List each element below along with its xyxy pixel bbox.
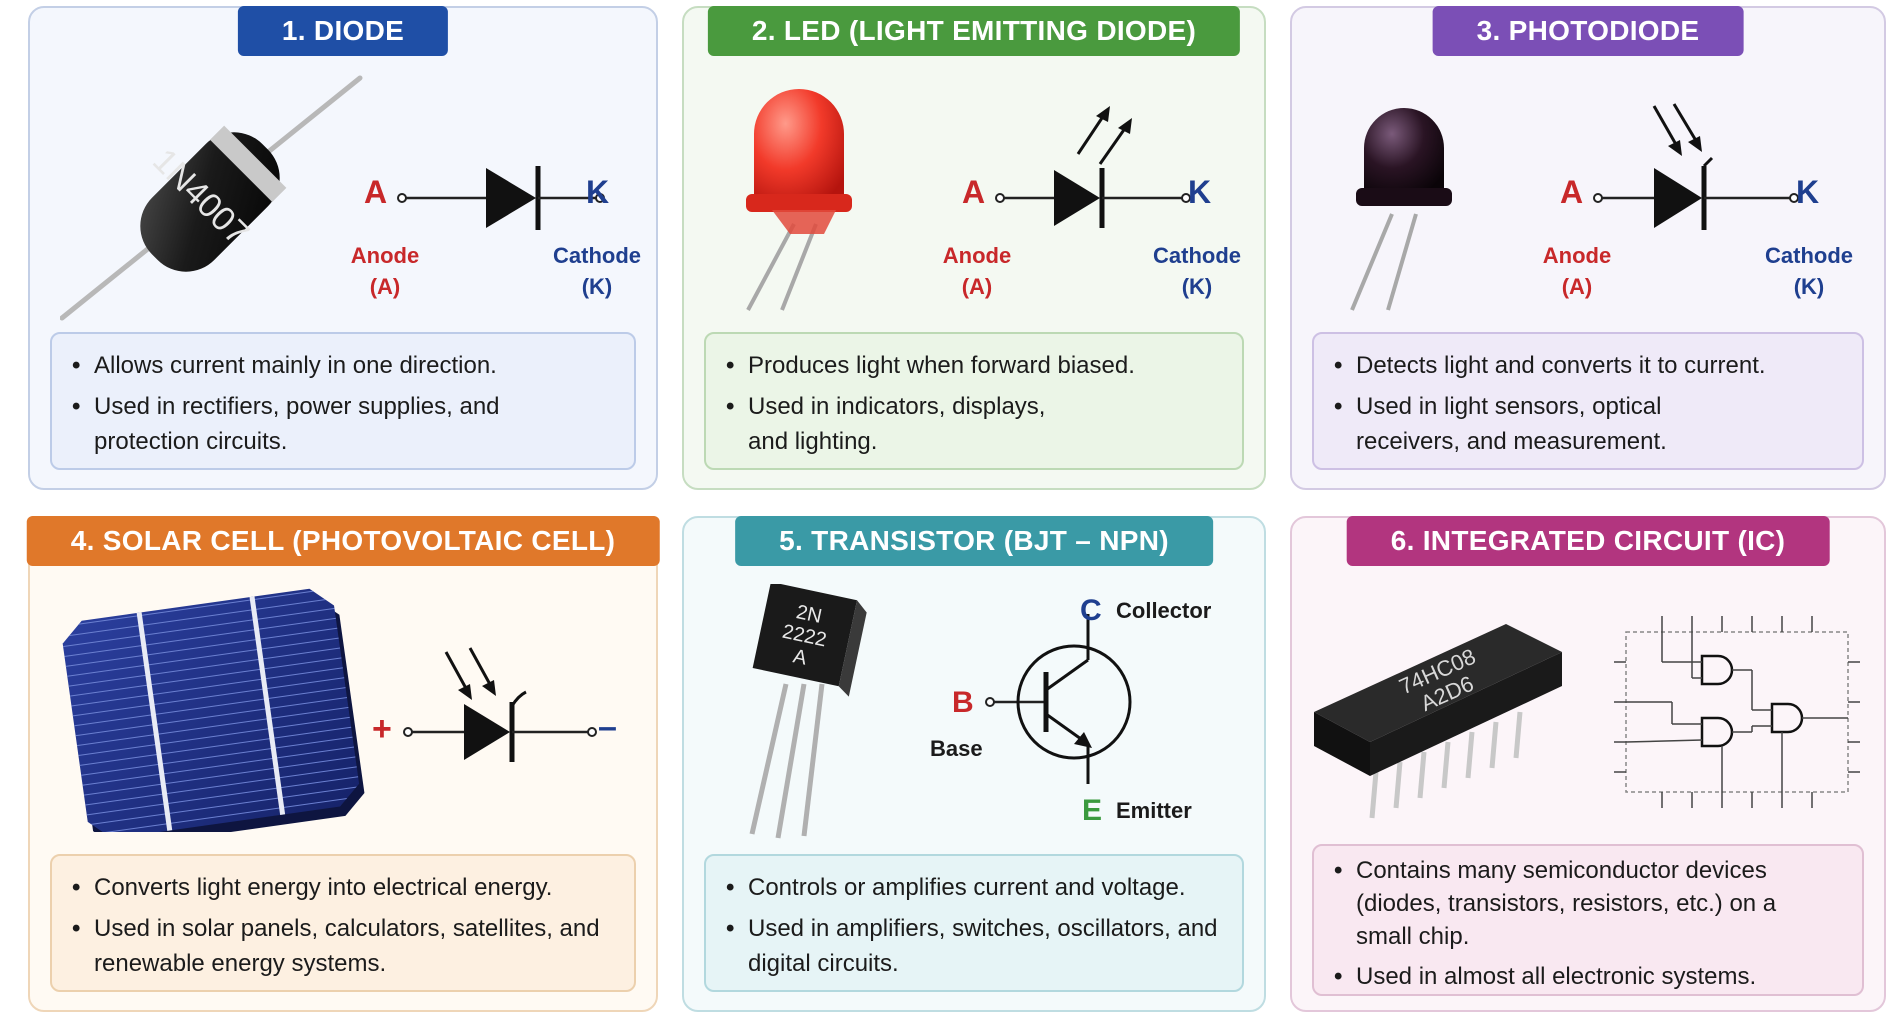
anode-letter: A (364, 174, 388, 210)
card-transistor: 5. TRANSISTOR (BJT – NPN) 2N 2222 A C Co… (682, 516, 1266, 1012)
bullet: Converts light energy into electrical en… (72, 870, 618, 905)
npn-transistor-symbol (985, 614, 1132, 784)
plus-terminal: + (372, 710, 392, 748)
base-letter: B (952, 686, 974, 719)
card-diode: 1. DIODE 1N4007 A K Anode(A) Cathode(K) … (28, 6, 658, 490)
minus-terminal: – (598, 708, 617, 746)
anode-label: Anode(A) (1542, 243, 1612, 299)
bullet: Used in light sensors, optical receivers… (1334, 389, 1736, 459)
cathode-letter: K (1796, 174, 1820, 210)
description-box: Converts light energy into electrical en… (50, 854, 636, 992)
emitter-label: Emitter (1116, 798, 1192, 823)
base-label: Base (930, 736, 983, 761)
bullet: Used in indicators, displays, and lighti… (726, 389, 1088, 459)
emitter-letter: E (1082, 794, 1103, 827)
bullet: Detects light and converts it to current… (1334, 348, 1846, 383)
bullet: Used in amplifiers, switches, oscillator… (726, 911, 1228, 981)
led-symbol (995, 106, 1191, 228)
transistor-component-image: 2N 2222 A (749, 584, 867, 839)
bullet: Used in almost all electronic systems. (1334, 959, 1846, 994)
cathode-label: Cathode(K) (553, 243, 641, 299)
photodiode-symbol (1593, 103, 1799, 230)
cathode-label: Cathode(K) (1153, 243, 1241, 299)
card-title: 6. INTEGRATED CIRCUIT (IC) (1346, 516, 1830, 566)
led-component-image (746, 89, 852, 311)
description-box: Controls or amplifies current and voltag… (704, 854, 1244, 992)
bullet: Allows current mainly in one direction. (72, 348, 618, 383)
anode-label: Anode(A) (942, 243, 1012, 299)
transistor-marking-1: 2N (794, 601, 824, 628)
bullet: Used in rectifiers, power supplies, and … (72, 389, 514, 459)
card-title: 2. LED (LIGHT EMITTING DIODE) (707, 6, 1241, 56)
ic-chip-image: 74HC08 A2D6 (1314, 624, 1562, 819)
cathode-label: Cathode(K) (1765, 243, 1853, 299)
diode-symbol (397, 166, 605, 230)
card-title: 3. PHOTODIODE (1432, 6, 1744, 56)
collector-letter: C (1080, 594, 1102, 627)
transistor-marking-3: A (791, 645, 809, 669)
description-box: Allows current mainly in one direction. … (50, 332, 636, 470)
card-photodiode: 3. PHOTODIODE A K Anode(A) Cathode(K) D (1290, 6, 1886, 490)
anode-label: Anode(A) (350, 243, 420, 299)
card-title: 1. DIODE (237, 6, 449, 56)
cathode-letter: K (586, 174, 610, 210)
bullet: Contains many semiconductor devices (dio… (1334, 854, 1826, 953)
diode-component-image: 1N4007 (60, 75, 363, 321)
anode-letter: A (962, 174, 986, 210)
card-title: 4. SOLAR CELL (PHOTOVOLTAIC CELL) (26, 516, 660, 566)
anode-letter: A (1560, 174, 1584, 210)
description-box: Detects light and converts it to current… (1312, 332, 1864, 470)
photodiode-component-image (1350, 108, 1452, 311)
card-title: 5. TRANSISTOR (BJT – NPN) (735, 516, 1213, 566)
collector-label: Collector (1116, 598, 1212, 623)
ic-logic-diagram (1614, 616, 1860, 808)
card-led: 2. LED (LIGHT EMITTING DIODE) A K Anode(… (682, 6, 1266, 490)
solar-cell-image (62, 588, 365, 832)
card-integrated-circuit: 6. INTEGRATED CIRCUIT (IC) 74HC08 A2D6 (1290, 516, 1886, 1012)
solar-cell-symbol (403, 647, 597, 762)
bullet: Used in solar panels, calculators, satel… (72, 911, 614, 981)
card-solar-cell: 4. SOLAR CELL (PHOTOVOLTAIC CELL) + (26, 516, 660, 1012)
bullet: Controls or amplifies current and voltag… (726, 870, 1226, 905)
description-box: Contains many semiconductor devices (dio… (1312, 844, 1864, 996)
cathode-letter: K (1188, 174, 1212, 210)
bullet: Produces light when forward biased. (726, 348, 1226, 383)
description-box: Produces light when forward biased. Used… (704, 332, 1244, 470)
